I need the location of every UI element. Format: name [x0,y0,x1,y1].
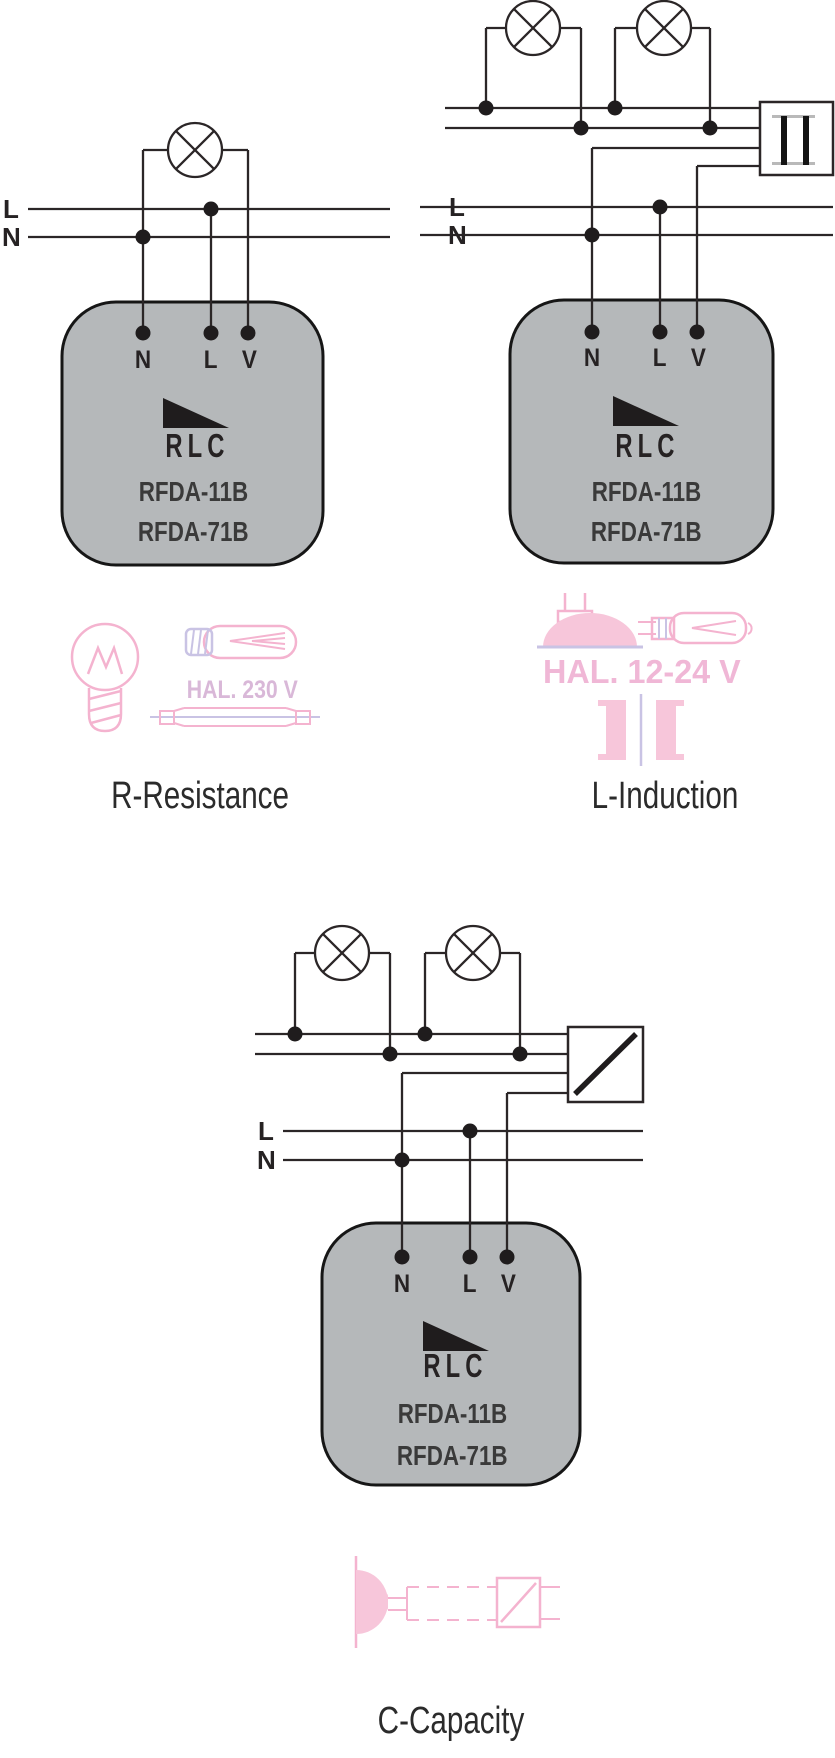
dashed-wiring-icon [406,1586,497,1621]
junction-dots [287,1026,528,1265]
terminal-label-n: N [393,1270,411,1298]
lamp-icon [166,121,224,179]
dimmer-device-box [508,298,775,565]
section-title-induction: L-Induction [591,775,739,817]
neutral-line-label: N [2,222,21,252]
device-model-2: RFDA-71B [137,516,249,547]
section-title-capacity: C-Capacity [377,1700,525,1742]
dimmer-device-box [320,1221,582,1487]
terminal-label-v: V [500,1270,516,1298]
terminal-label-l: L [204,346,218,374]
neutral-line-label: N [257,1145,276,1175]
dimmer-ramp-icon [613,396,679,426]
dimmer-rlc-mark: RLC [165,427,229,464]
device-model-1: RFDA-11B [138,476,248,507]
hal-rating-label: HAL. 230 V [186,676,298,704]
lamp-icon [635,0,693,57]
electronic-transformer-box-icon [566,1025,645,1104]
terminal-label-n: N [583,344,601,372]
wires [28,148,390,333]
terminal-label-l: L [653,344,667,372]
halogen-capsule-lamp-icon [184,624,298,660]
live-line-label: L [258,1116,274,1146]
capacity-circuit-diagram [255,924,645,1648]
live-line-label: L [449,192,465,222]
terminal-label-n: N [134,346,152,374]
halogen-spotlight-icon [537,593,643,649]
device-model-2: RFDA-71B [396,1440,508,1471]
device-model-2: RFDA-71B [590,516,702,547]
halogen-capsule-lamp-icon [638,611,753,645]
dimmer-ramp-icon [423,1321,489,1351]
induction-circuit-diagram [420,0,835,766]
dimmer-rlc-mark: RLC [615,427,679,464]
junction-dots [135,201,256,341]
dimmer-device-box [60,300,325,567]
dimmer-ramp-icon [163,398,229,428]
hal-rating-label: HAL. 12-24 V [543,653,741,690]
section-title-resistance: R-Resistance [111,775,289,817]
lamp-icon [504,0,562,57]
device-model-1: RFDA-11B [591,476,701,507]
linear-halogen-tube-icon [150,707,320,727]
terminal-label-v: V [690,344,706,372]
iron-core-transformer-icon [598,694,684,766]
lamp-icon [313,924,371,982]
wires [420,26,833,332]
terminal-label-l: L [463,1270,477,1298]
incandescent-bulb-icon [70,622,140,733]
live-line-label: L [3,194,19,224]
wires [255,951,643,1257]
resistance-circuit-diagram [28,121,390,733]
device-model-1: RFDA-11B [397,1398,507,1429]
electronic-transformer-icon [495,1576,560,1629]
transformer-box-icon [758,100,835,177]
spotlight-side-icon [354,1556,407,1648]
dimmer-rlc-mark: RLC [423,1347,487,1384]
lamp-icon [444,924,502,982]
neutral-line-label: N [448,220,467,250]
terminal-label-v: V [241,346,257,374]
junction-dots [478,100,718,340]
